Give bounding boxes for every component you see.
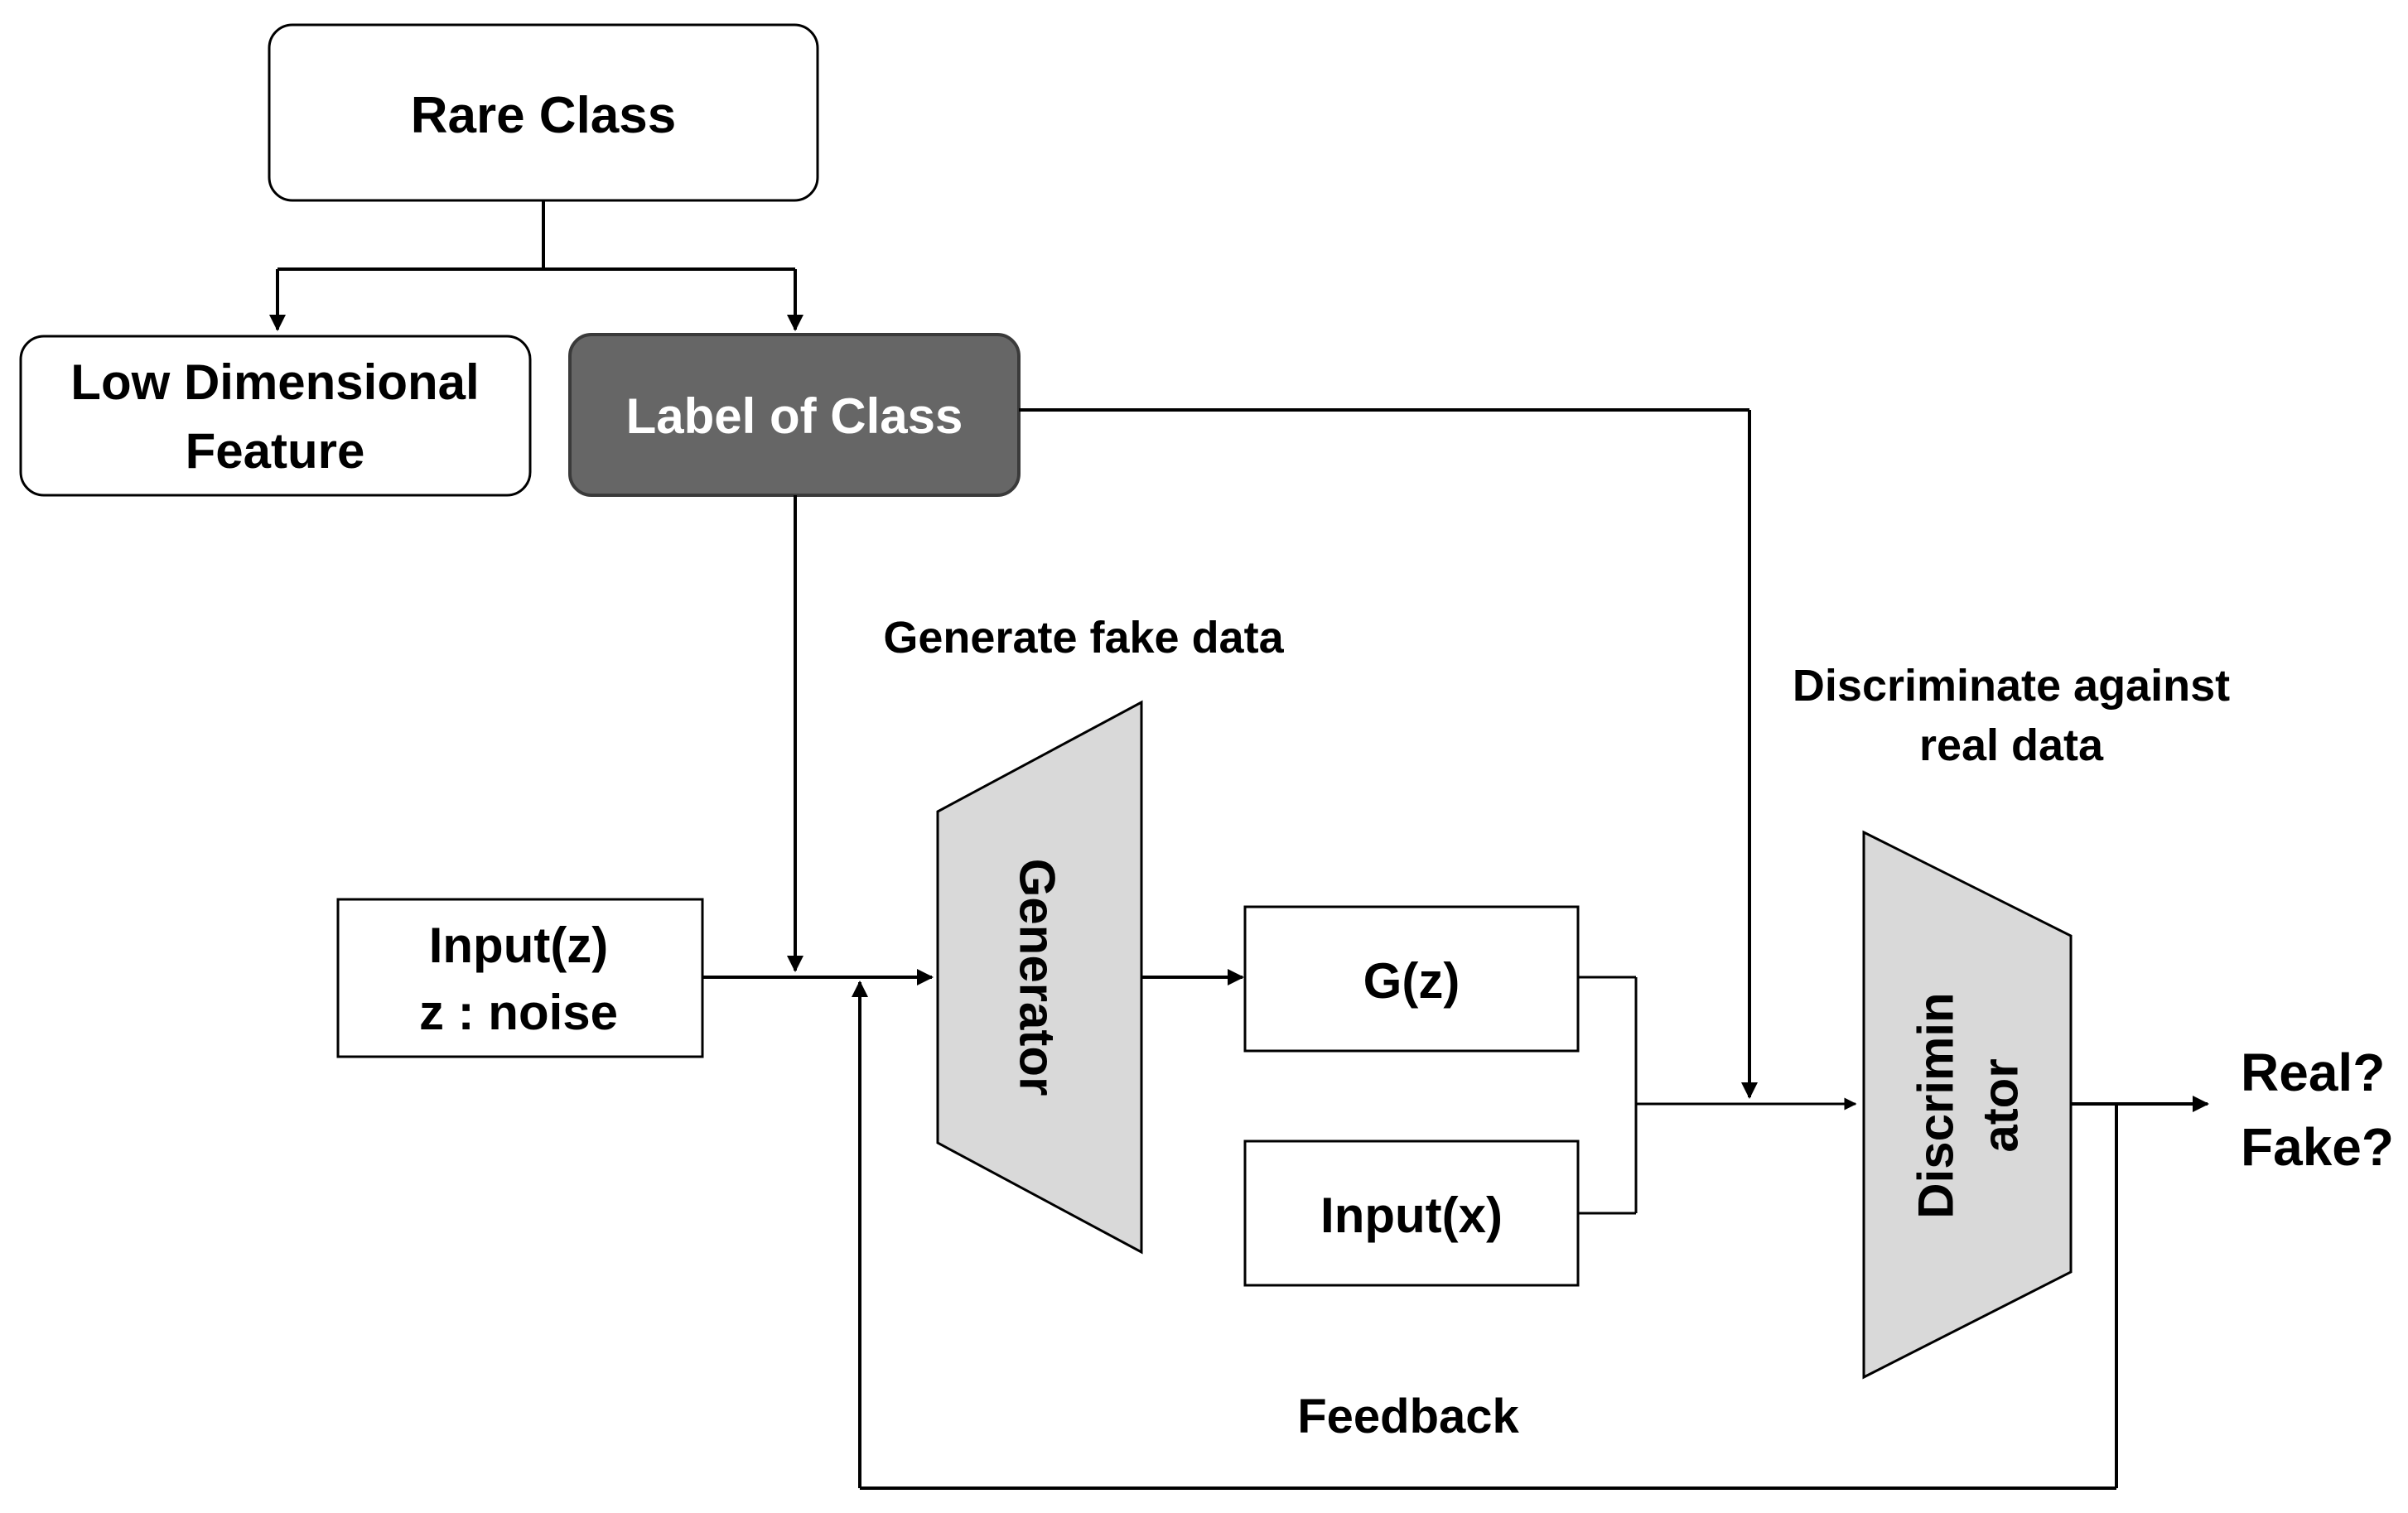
merge-to-discriminator-arrow bbox=[1578, 976, 1857, 1215]
input-z-node: Input(z) z : noise bbox=[336, 898, 704, 1058]
rare-class-label: Rare Class bbox=[411, 87, 677, 144]
input-x-label: Input(x) bbox=[1320, 1188, 1503, 1243]
generator-label: Generator bbox=[1010, 859, 1065, 1096]
input-z-label-line2: z : noise bbox=[419, 985, 618, 1040]
label-of-class-node: Label of Class bbox=[568, 333, 1021, 497]
discriminate-label-line2: real data bbox=[1919, 720, 2104, 770]
discriminator-label-line1: Discrimin bbox=[1909, 992, 1964, 1218]
low-dim-label-line1: Low Dimensional bbox=[70, 354, 479, 410]
gz-node: G(z) bbox=[1243, 905, 1580, 1053]
feedback-label: Feedback bbox=[1297, 1390, 1519, 1443]
output-real-label: Real? bbox=[2241, 1043, 2385, 1102]
low-dim-label-line2: Feature bbox=[186, 423, 365, 479]
label-to-discriminator-arrow bbox=[1019, 408, 1758, 1099]
rare-class-branch bbox=[269, 200, 803, 331]
output-fake-label: Fake? bbox=[2241, 1117, 2394, 1177]
generate-fake-data-label: Generate fake data bbox=[883, 613, 1284, 663]
rare-class-node: Rare Class bbox=[268, 23, 819, 202]
feedback-loop-arrow bbox=[852, 981, 2118, 1490]
discriminate-label-line1: Discriminate against bbox=[1793, 661, 2230, 711]
discriminator-node: Discrimin ator bbox=[1862, 830, 2073, 1380]
input-z-label-line1: Input(z) bbox=[429, 918, 609, 973]
discriminator-label-line2: ator bbox=[1973, 1058, 2029, 1152]
input-x-node: Input(x) bbox=[1243, 1140, 1580, 1287]
gz-label: G(z) bbox=[1363, 953, 1460, 1009]
low-dimensional-feature-node: Low Dimensional Feature bbox=[19, 335, 532, 497]
generator-node: Generator bbox=[936, 700, 1143, 1255]
label-of-class-label: Label of Class bbox=[626, 388, 963, 444]
